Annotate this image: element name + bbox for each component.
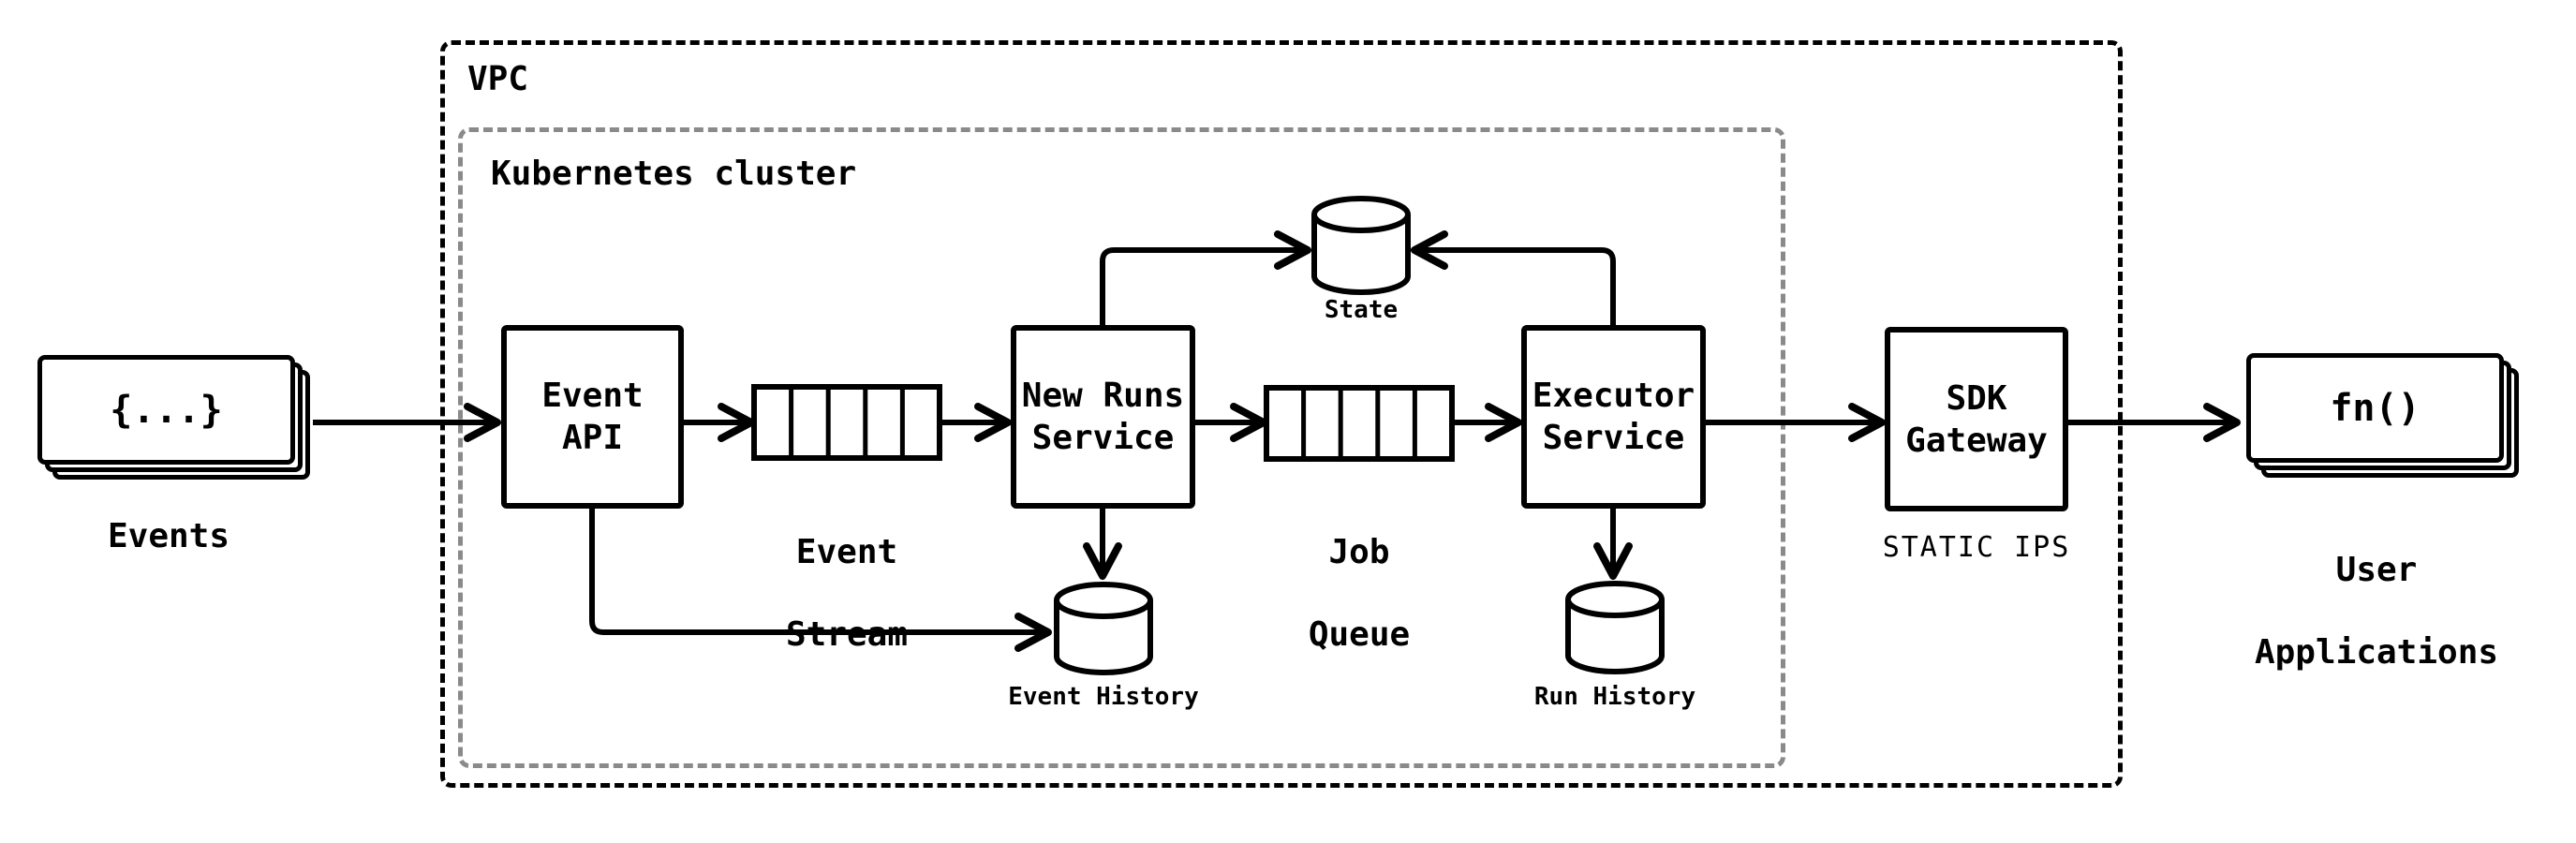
event-stream-label: Event Stream — [786, 491, 908, 697]
events-code: {...} — [110, 388, 223, 432]
sdk-gateway-node: SDK Gateway — [1885, 327, 2068, 511]
sdk-gateway-label-line1: SDK — [1946, 378, 2007, 418]
kubernetes-cluster-boundary: Kubernetes cluster — [458, 127, 1785, 768]
state-database-icon — [1311, 196, 1411, 295]
run-history-database-icon — [1565, 581, 1665, 674]
events-card-front: {...} — [37, 355, 295, 465]
user-applications-label: User Applications — [2255, 509, 2498, 715]
new-runs-service-node: New Runs Service — [1011, 325, 1195, 509]
arrow-executor-to-state — [1411, 230, 1616, 325]
user-applications-code: fn() — [2330, 386, 2421, 430]
event-api-node: Event API — [501, 325, 684, 509]
executor-service-node: Executor Service — [1521, 325, 1706, 509]
vpc-boundary: VPC — [440, 40, 2123, 788]
user-applications-card-front: fn() — [2246, 353, 2504, 463]
events-node: {...} — [37, 355, 314, 483]
job-queue-label-line2: Queue — [1308, 615, 1411, 654]
events-label: Events — [107, 517, 230, 555]
job-queue-label: Job Queue — [1309, 491, 1410, 697]
job-queue-icon — [1264, 385, 1455, 462]
vpc-label: VPC — [467, 60, 529, 98]
event-stream-label-line1: Event — [795, 533, 898, 571]
user-applications-label-line2: Applications — [2254, 633, 2499, 672]
new-runs-label-line1: New Runs — [1021, 377, 1185, 415]
executor-label-line2: Service — [1542, 419, 1685, 457]
event-history-database-label: Event History — [1008, 683, 1199, 711]
executor-label-line1: Executor — [1532, 377, 1695, 415]
new-runs-label-line2: Service — [1031, 419, 1175, 457]
run-history-database-label: Run History — [1533, 683, 1696, 711]
event-history-database-icon — [1054, 582, 1153, 675]
user-applications-node: fn() — [2246, 353, 2523, 481]
kubernetes-cluster-label: Kubernetes cluster — [491, 155, 857, 193]
event-stream-label-line2: Stream — [785, 615, 909, 654]
user-applications-label-line1: User — [2335, 551, 2418, 589]
arrow-new-runs-to-state — [1100, 230, 1311, 325]
arrow-event-api-to-event-history — [589, 509, 1052, 652]
sdk-gateway-label-line2: Gateway — [1905, 421, 2048, 460]
static-ips-label: STATIC IPS — [1882, 531, 2071, 564]
job-queue-label-line1: Job — [1328, 533, 1390, 571]
event-stream-queue-icon — [751, 384, 942, 461]
event-api-label-line1: Event — [541, 377, 644, 415]
event-api-label-line2: API — [561, 419, 624, 457]
state-database-label: State — [1324, 296, 1399, 324]
